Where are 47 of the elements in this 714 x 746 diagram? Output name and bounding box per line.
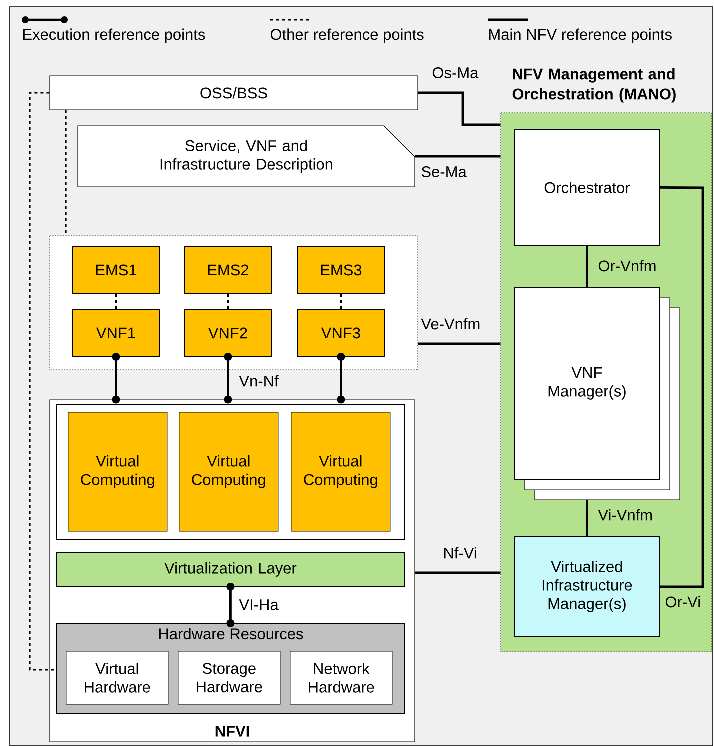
component-box: EMS1 [72, 246, 160, 294]
reference-line [586, 500, 588, 536]
node-label: NFV Management and Orchestration (MANO) [512, 68, 676, 103]
component-box: EMS2 [184, 246, 272, 294]
component-box: VNF1 [72, 309, 160, 357]
reference-line [226, 583, 235, 628]
edge-label: Ve-Vnfm [420, 317, 482, 331]
reference-line [418, 92, 501, 126]
dashed-line [115, 294, 117, 310]
dashed-line [65, 110, 67, 236]
description-box: Service, VNF and Infrastructure Description [78, 126, 416, 188]
edge-label: Se-Ma [420, 166, 468, 178]
resource-box: Network Hardware [290, 651, 393, 705]
stacked-box: VNF Manager(s) [514, 287, 680, 500]
reference-line [418, 342, 501, 346]
resource-box: Virtual Computing [291, 412, 391, 532]
component-box: EMS3 [297, 246, 385, 294]
edge-label: Nf-Vi [442, 546, 478, 560]
dashed-line [29, 92, 56, 671]
reference-line [586, 246, 588, 288]
edge-label: VI-Ha [238, 598, 280, 612]
resource-box: Storage Hardware [178, 651, 281, 705]
reference-line [415, 572, 501, 574]
reference-line [660, 186, 704, 588]
resource-box: Virtual Hardware [66, 651, 169, 705]
edge-label: Vn-Nf [238, 374, 280, 388]
legend-label: Main NFV reference points [489, 28, 672, 44]
reference-line [337, 353, 346, 404]
dashed-line [340, 294, 342, 310]
dashed-line [227, 294, 229, 310]
function-box: Virtualized Infrastructure Manager(s) [514, 536, 660, 637]
system-box: OSS/BSS [50, 76, 418, 110]
layer-bar: Virtualization Layer [56, 552, 405, 587]
reference-line [224, 353, 232, 404]
legend-label: Other reference points [270, 28, 424, 44]
function-box: Orchestrator [514, 129, 660, 246]
reference-line [112, 353, 120, 404]
component-box: VNF3 [297, 309, 385, 357]
reference-line [415, 155, 501, 158]
component-box: VNF2 [184, 309, 272, 357]
resource-box: Virtual Computing [68, 412, 168, 532]
edge-label: Os-Ma [431, 66, 480, 80]
edge-label: Or-Vi [664, 595, 702, 609]
edge-label: Vi-Vnfm [597, 508, 654, 522]
edge-label: Or-Vnfm [597, 259, 658, 273]
legend-label: Execution reference points [23, 28, 206, 44]
resource-box: Virtual Computing [179, 412, 279, 532]
